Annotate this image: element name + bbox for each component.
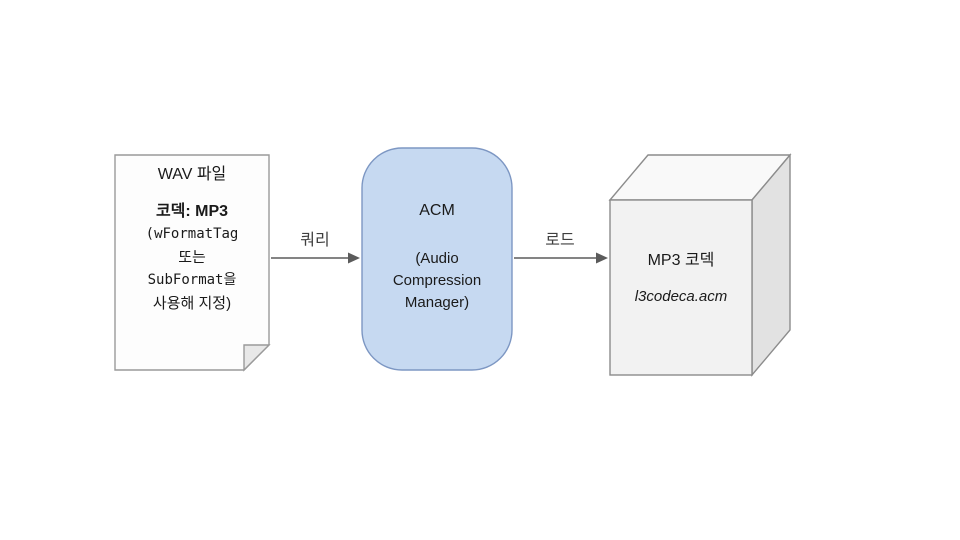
query-arrow-head	[348, 252, 360, 264]
wav-file-title: WAV 파일	[157, 166, 227, 183]
mp3-codec-filename: l3codeca.acm	[634, 288, 728, 305]
query-arrow-label: 쿼리	[300, 232, 330, 249]
load-arrow-head	[596, 252, 608, 264]
acm-node-shape	[361, 147, 513, 371]
wav-file-detail-line2: 또는	[178, 249, 206, 266]
wav-file-folded-corner	[243, 344, 271, 372]
wav-file-node-text: WAV 파일 코덱: MP3 (wFormatTag 또는 SubFormat을…	[115, 163, 269, 315]
acm-subtitle-line2: Compression	[392, 272, 482, 289]
mp3-codec-box-front-face	[609, 199, 753, 376]
acm-title: ACM	[419, 202, 455, 219]
load-arrow-label: 로드	[545, 232, 575, 249]
acm-subtitle-line3: Manager)	[404, 294, 470, 311]
mp3-codec-title: MP3 코덱	[647, 252, 715, 269]
acm-node-text: ACM (Audio Compression Manager)	[362, 200, 512, 314]
wav-file-detail-line1: (wFormatTag	[145, 226, 239, 242]
acm-subtitle-line1: (Audio	[415, 250, 459, 267]
wav-file-codec-label: 코덱: MP3	[155, 203, 229, 220]
wav-file-detail-line4: 사용해 지정)	[152, 295, 232, 312]
wav-file-detail-line3: SubFormat을	[147, 272, 237, 288]
mp3-codec-node-text: MP3 코덱 l3codeca.acm	[610, 250, 752, 308]
